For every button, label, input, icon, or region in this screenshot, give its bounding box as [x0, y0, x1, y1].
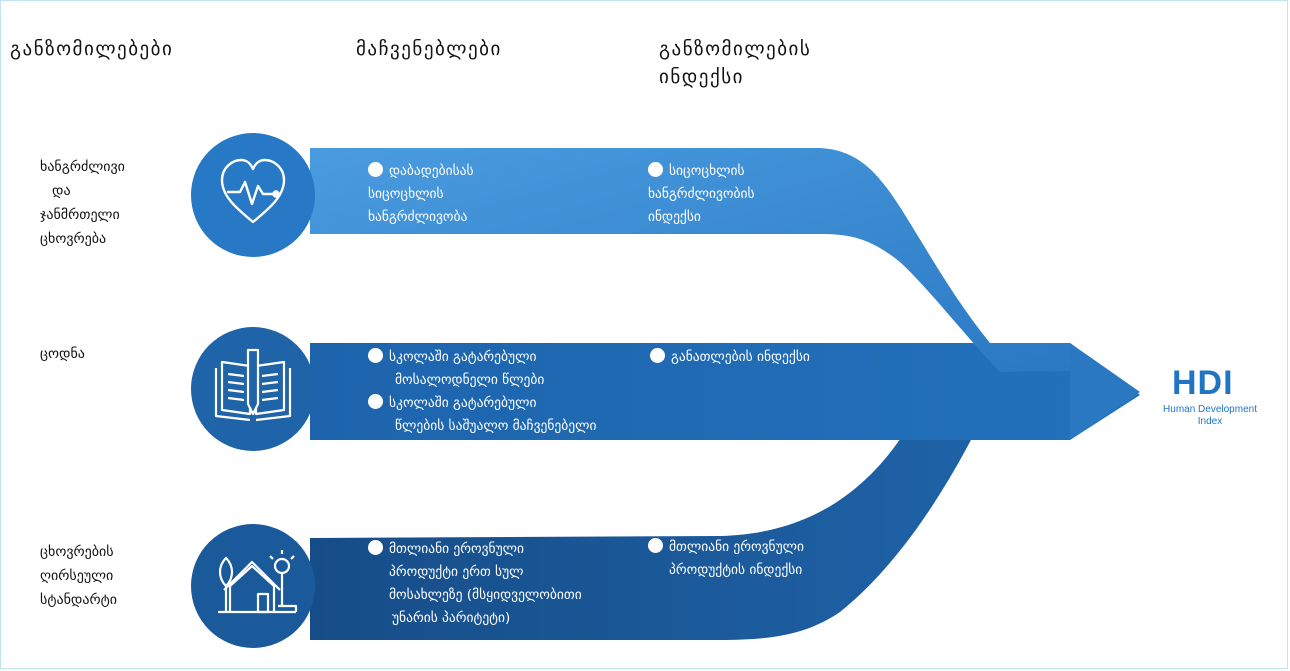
- index-life-expectancy: სიცოცხლის ხანგრძლივობის ინდექსი: [648, 162, 755, 225]
- indicator-mean-years-schooling: სკოლაში გატარებული წლების საშუალო მაჩვენ…: [368, 392, 596, 438]
- dimension-label-knowledge: ცოდნა: [40, 346, 85, 362]
- bullet-dot: [648, 162, 663, 177]
- header-dimension-index-line1: განზომილების: [659, 38, 812, 60]
- index-education: განათლების ინდექსი: [650, 346, 810, 369]
- dimension-label-living-standard: ცხოვრების ღირსეული სტანდარტი: [40, 544, 118, 608]
- header-dimension-index-line2: ინდექსი: [659, 66, 744, 88]
- header-dimensions: განზომილებები: [10, 38, 174, 60]
- bullet-dot: [368, 394, 383, 409]
- circle-living-standard: [191, 524, 315, 648]
- flow-band-health: [310, 148, 1105, 372]
- book-pencil-icon: [214, 348, 292, 422]
- indicator-life-expectancy: დაბადებისას სიცოცხლის ხანგრძლივობა: [368, 162, 474, 225]
- bullet-dot: [648, 538, 663, 553]
- indicator-gni-per-capita: მთლიანი ეროვნული პროდუქტი ერთ სულ მოსახლ…: [368, 538, 582, 630]
- bullet-dot: [650, 348, 665, 363]
- bullet-dot: [368, 162, 383, 177]
- heart-pulse-icon: [220, 158, 286, 224]
- header-indicators: მაჩვენებლები: [356, 38, 502, 60]
- bullet-dot: [368, 348, 383, 363]
- bullet-dot: [368, 540, 383, 555]
- circle-health: [191, 133, 315, 257]
- flow-arrow-tip: [1070, 343, 1140, 440]
- house-tree-bulb-icon: [218, 550, 298, 614]
- index-gni: მთლიანი ეროვნული პროდუქტის ინდექსი: [648, 536, 804, 582]
- dimension-label-health: ხანგრძლივი და ჯანმრთელი ცხოვრება: [40, 159, 125, 247]
- indicator-expected-years-schooling: სკოლაში გატარებული მოსალოდნელი წლები: [368, 346, 544, 392]
- hdi-subtitle: Human Development Index: [1163, 404, 1257, 427]
- flow-band-living-standard: [310, 380, 1000, 640]
- hdi-title: HDI: [1172, 364, 1234, 402]
- flow-band-knowledge: [310, 343, 1140, 440]
